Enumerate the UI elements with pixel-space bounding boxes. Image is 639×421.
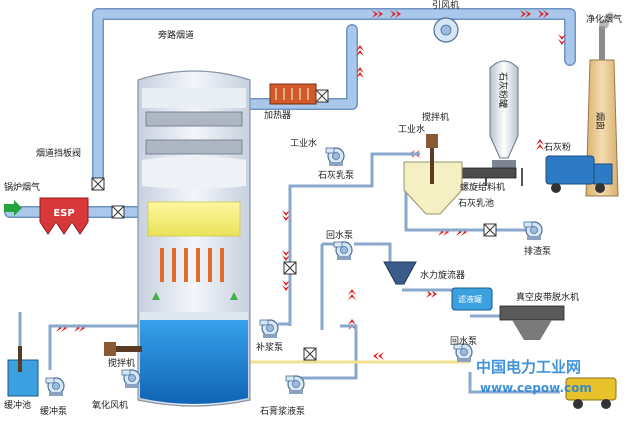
gypsum-pump-icon (285, 375, 305, 395)
buffer-tank (7, 346, 39, 397)
labels: 锅炉烟气 烟道挡板阀 旁路烟道 引风机 净化烟气 烟囱 加热器 工业水 工业水 … (4, 0, 622, 417)
label-thickener: 滤液罐 (458, 294, 482, 304)
pipe-valve-icon (283, 261, 297, 275)
lime-truck-icon (545, 155, 613, 193)
flow-arrow (348, 289, 356, 300)
esp-label: ESP (53, 208, 74, 219)
absorber-sprays (160, 248, 224, 282)
label-flue-damper: 烟道挡板阀 (36, 147, 81, 159)
esp-body (39, 197, 89, 235)
cloud-zone (142, 156, 246, 189)
label-buffer-pump: 缓冲泵 (40, 405, 67, 417)
label-industrial-water-2: 工业水 (398, 123, 425, 135)
makeup-pump-icon (259, 319, 279, 339)
watermark-url: www.cepow.com (480, 381, 592, 395)
buffer-pump-icon (45, 377, 65, 397)
label-screw-feeder: 螺旋给料机 (460, 181, 505, 193)
demister-layer (145, 139, 243, 155)
lime-slurry-pump-icon (325, 147, 345, 167)
bypass-damper-icon (91, 177, 105, 191)
heater-unit (269, 83, 317, 105)
label-lime-slurry-tank: 石灰乳池 (458, 197, 494, 209)
watermark: 中国电力工业网 www.cepow.com (476, 358, 592, 395)
gypsum-truck-icon (565, 377, 617, 409)
vacuum-belt-filter (499, 305, 565, 340)
label-lime-powder: 石灰粉 (544, 141, 571, 153)
flow-arrow (536, 139, 544, 150)
label-agitator-bottom: 搅拌机 (108, 357, 135, 369)
esp-unit: ESP (4, 197, 89, 235)
inlet-arrow-icon (4, 200, 22, 216)
label-gypsum-pump: 石膏浆液泵 (260, 405, 305, 417)
absorber-agitator (104, 342, 142, 356)
thickener-tank (451, 287, 493, 311)
label-lime-slurry-pump: 石灰乳泵 (318, 169, 354, 181)
pipe-valve-icon (303, 347, 317, 361)
label-makeup-pump: 补浆泵 (256, 341, 283, 353)
pipe-valve-icon (483, 223, 497, 237)
lime-silo (485, 60, 523, 186)
return-pump-top-icon (333, 241, 353, 261)
inlet-damper-icon (111, 205, 125, 219)
demister-top (142, 88, 246, 108)
label-industrial-water-1: 工业水 (290, 137, 317, 149)
label-return-pump-bottom: 回水泵 (450, 335, 477, 347)
label-clean-flue-gas: 净化烟气 (586, 13, 622, 25)
label-induced-fan: 引风机 (432, 0, 459, 11)
duct-damper-icon (315, 89, 329, 103)
watermark-title: 中国电力工业网 (476, 358, 581, 376)
absorber-tower (137, 70, 251, 407)
label-lime-silo: 石灰粉罐 (497, 72, 509, 108)
label-oxidation-blower: 氧化风机 (92, 399, 128, 411)
label-drain-pump: 排渣泵 (524, 245, 551, 257)
label-heater: 加热器 (264, 109, 291, 121)
drain-pump-icon (523, 221, 543, 241)
induced-draft-fan (433, 17, 459, 43)
rising-gas-arrows (152, 292, 238, 300)
flow-arrow (373, 352, 384, 360)
demister-layer (145, 111, 243, 127)
agitator-motor (426, 134, 438, 148)
chimney-stack (599, 26, 605, 60)
oxidation-blower-icon (121, 369, 141, 389)
label-buffer-tank: 缓冲池 (4, 399, 31, 411)
label-agitator-top: 搅拌机 (422, 111, 449, 123)
label-bypass-flue: 旁路烟道 (158, 29, 194, 41)
heater-body (269, 83, 317, 105)
spray-zone (147, 201, 241, 237)
lime-slurry-tank (403, 134, 463, 215)
hydrocyclone (383, 261, 417, 285)
label-chimney: 烟囱 (594, 112, 606, 130)
absorber-slurry (140, 316, 248, 404)
label-boiler-flue-gas: 锅炉烟气 (4, 181, 40, 193)
screw-feeder (459, 167, 517, 179)
bubble-layer (140, 312, 248, 320)
label-hydrocyclone: 水力旋流器 (420, 269, 465, 281)
label-return-pump-top: 回水泵 (326, 229, 353, 241)
label-vacuum-filter: 真空皮带脱水机 (516, 291, 579, 303)
